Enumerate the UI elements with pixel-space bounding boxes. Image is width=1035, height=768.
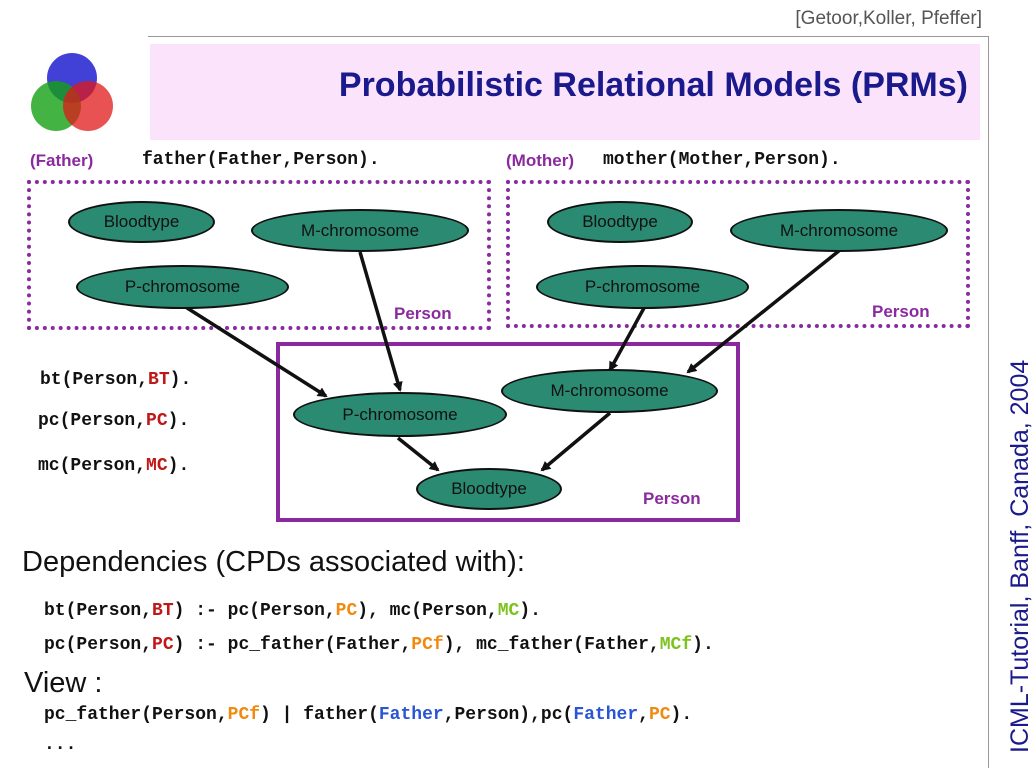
citation: [Getoor,Koller, Pfeffer] <box>795 8 982 29</box>
mc-predicate: mc(Person,MC). <box>38 456 190 476</box>
edge-father-mc-to-person-pc <box>358 251 403 392</box>
view-rule: pc_father(Person,PCf) | father(Father,Pe… <box>44 705 693 725</box>
title-band <box>150 44 980 140</box>
father-m-chromosome-node: M-chromosome <box>251 209 469 252</box>
view-heading: View : <box>24 667 103 699</box>
dependency-bt-rule: bt(Person,BT) :- pc(Person,PC), mc(Perso… <box>44 601 541 621</box>
three-circles-logo-icon <box>31 53 113 131</box>
person-class-label: Person <box>643 489 701 508</box>
edge-mother-pc-to-person-mc <box>608 307 646 372</box>
person-bloodtype-node: Bloodtype <box>416 468 562 510</box>
edge-mother-mc-to-person-mc <box>686 248 842 374</box>
slide-title: Probabilistic Relational Models (PRMs) <box>338 66 968 104</box>
mother-person-box <box>506 180 970 328</box>
mother-p-chromosome-node: P-chromosome <box>536 265 749 309</box>
father-bloodtype-node: Bloodtype <box>68 201 215 243</box>
edge-person-pc-to-bloodtype <box>396 436 440 472</box>
view-ellipsis: ... <box>44 735 77 755</box>
father-person-box <box>27 180 491 330</box>
mother-predicate: mother(Mother,Person). <box>603 150 841 170</box>
mother-role-label: (Mother) <box>506 151 574 170</box>
edge-person-mc-to-bloodtype <box>540 411 612 472</box>
father-predicate: father(Father,Person). <box>142 150 380 170</box>
person-m-chromosome-node: M-chromosome <box>501 369 718 413</box>
person-p-chromosome-node: P-chromosome <box>293 392 507 437</box>
mother-m-chromosome-node: M-chromosome <box>730 209 948 252</box>
header-rule <box>148 36 988 37</box>
bt-predicate: bt(Person,BT). <box>40 370 192 390</box>
edge-father-pc-to-person-pc <box>183 304 328 398</box>
father-p-chromosome-node: P-chromosome <box>76 265 289 309</box>
side-rule <box>988 36 989 768</box>
dependency-pc-rule: pc(Person,PC) :- pc_father(Father,PCf), … <box>44 635 714 655</box>
dependencies-heading: Dependencies (CPDs associated with): <box>22 546 525 578</box>
mother-bloodtype-node: Bloodtype <box>547 201 693 243</box>
father-role-label: (Father) <box>30 151 94 170</box>
person-box <box>276 342 740 522</box>
pc-predicate: pc(Person,PC). <box>38 411 190 431</box>
mother-class-label: Person <box>872 302 930 321</box>
father-class-label: Person <box>394 304 452 323</box>
